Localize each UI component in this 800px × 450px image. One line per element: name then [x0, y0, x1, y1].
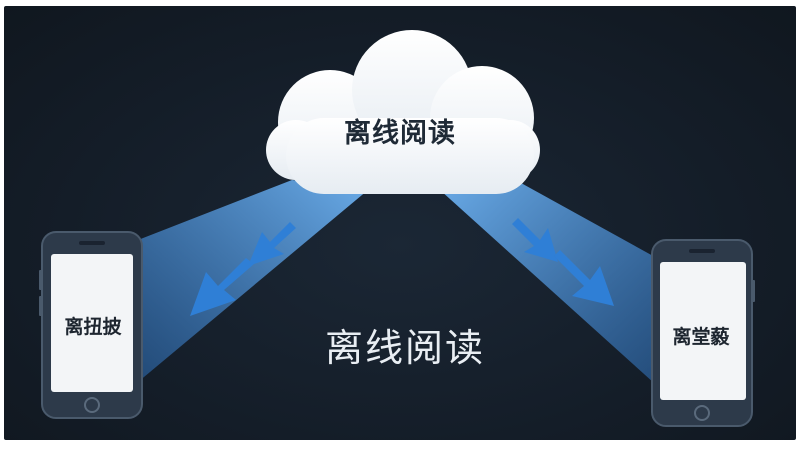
right-arrow-small-icon: [512, 218, 558, 262]
right-arrow-large-icon: [554, 250, 614, 306]
left-arrow-large-icon: [190, 258, 254, 316]
left-arrow-small-icon: [248, 222, 296, 266]
center-title: 离线阅读: [324, 326, 485, 370]
right-download-beam: [440, 178, 664, 392]
left-phone-label: 离扭披: [64, 316, 122, 338]
right-phone-icon: [651, 239, 755, 427]
cloud-icon: [266, 30, 540, 194]
left-phone-icon: [39, 231, 143, 419]
cloud-label: 离线阅读: [344, 118, 456, 149]
left-download-beam: [138, 180, 368, 382]
right-phone-label: 离堂藙: [672, 326, 730, 348]
